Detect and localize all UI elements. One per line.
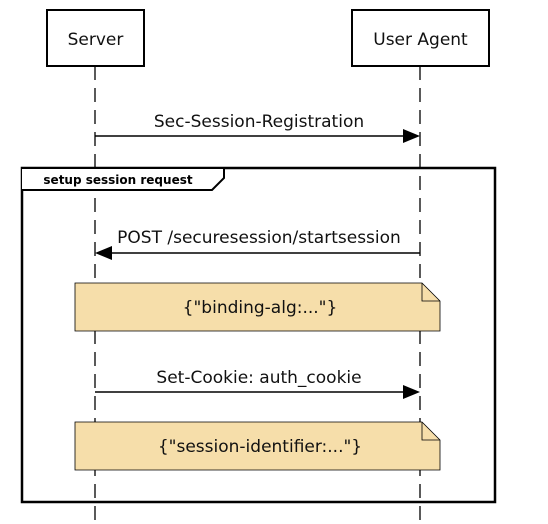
- message-start-session-label: POST /securesession/startsession: [117, 228, 401, 248]
- note-session-id: {"session-identifier:..."}: [74, 421, 441, 471]
- participant-user-agent-box: [351, 9, 490, 67]
- note-fold-icon: [421, 422, 440, 441]
- note-session-id-box: [74, 421, 441, 471]
- frame-label: setup session request: [43, 173, 192, 187]
- note-fold-icon: [421, 283, 440, 302]
- message-set-cookie: Set-Cookie: auth_cookie: [95, 368, 420, 399]
- participant-server-box: [46, 9, 145, 67]
- frame-tab: [22, 167, 225, 191]
- participant-user-agent: User Agent: [351, 9, 490, 67]
- frame-box: [20, 166, 497, 504]
- arrowhead-right-icon: [403, 129, 420, 143]
- participant-server-label: Server: [68, 30, 124, 50]
- arrowhead-left-icon: [95, 246, 112, 260]
- message-registration: Sec-Session-Registration: [95, 112, 420, 143]
- note-binding: {"binding-alg:..."}: [74, 282, 441, 332]
- message-set-cookie-label: Set-Cookie: auth_cookie: [156, 368, 361, 388]
- frame-setup-session: setup session request: [20, 166, 497, 504]
- note-binding-text: {"binding-alg:..."}: [183, 298, 338, 318]
- note-session-id-text: {"session-identifier:..."}: [158, 437, 362, 457]
- arrowhead-right-icon: [403, 385, 420, 399]
- note-binding-box: [74, 282, 441, 332]
- message-start-session: POST /securesession/startsession: [95, 228, 420, 260]
- participant-server: Server: [46, 9, 145, 67]
- message-registration-label: Sec-Session-Registration: [154, 112, 364, 132]
- participant-user-agent-label: User Agent: [373, 30, 468, 50]
